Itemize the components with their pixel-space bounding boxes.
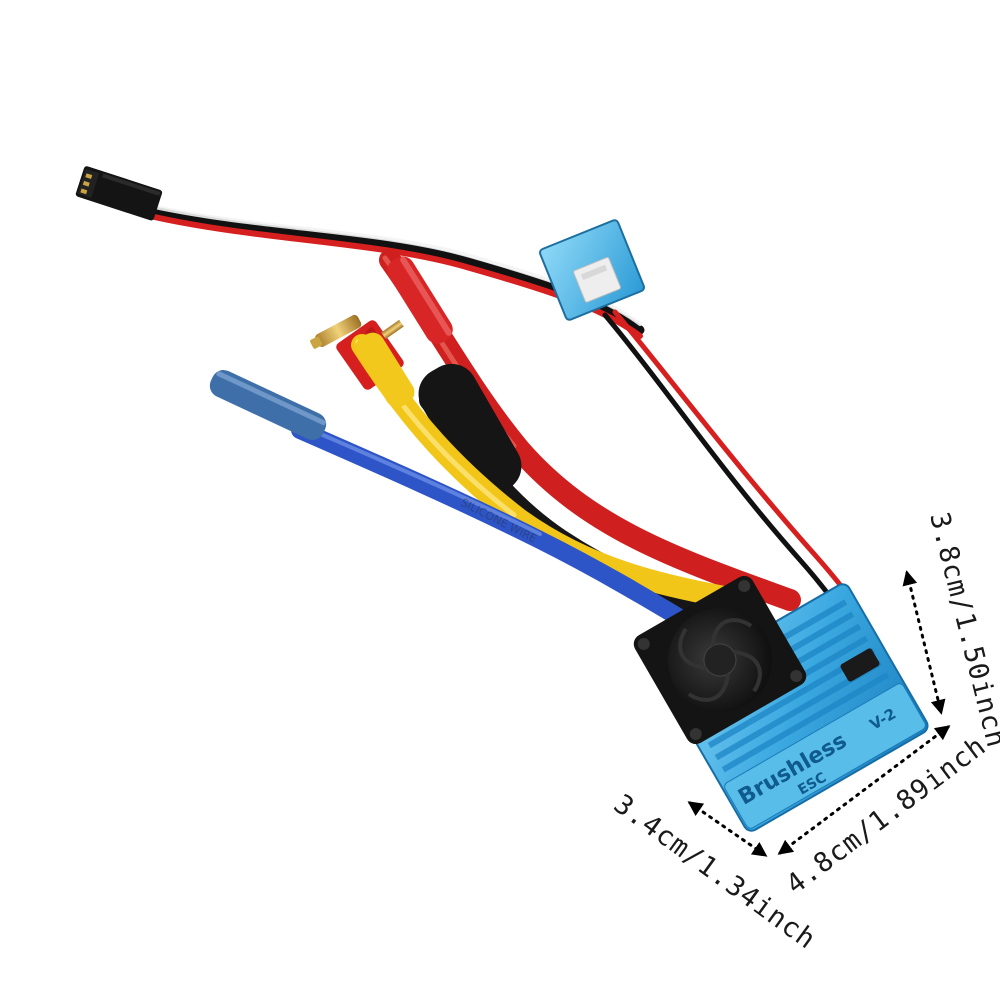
dimension-arrows — [687, 570, 951, 857]
cooling-fan — [633, 575, 807, 745]
black-heatshrink — [418, 363, 522, 497]
length-arrow — [777, 725, 951, 855]
yellow-heatshrink — [355, 332, 415, 408]
height-arrow — [902, 570, 946, 715]
esc-connector-socket — [840, 648, 880, 682]
blue-bullet-connector — [209, 370, 327, 440]
red-bullet-connector — [387, 256, 453, 344]
switch-housing — [539, 219, 645, 321]
servo-connector — [75, 166, 163, 221]
height-dimension-label: 3.8cm/1.50inch — [923, 509, 1000, 751]
gold-bullet-connector — [310, 314, 362, 349]
width-arrow — [687, 801, 768, 857]
